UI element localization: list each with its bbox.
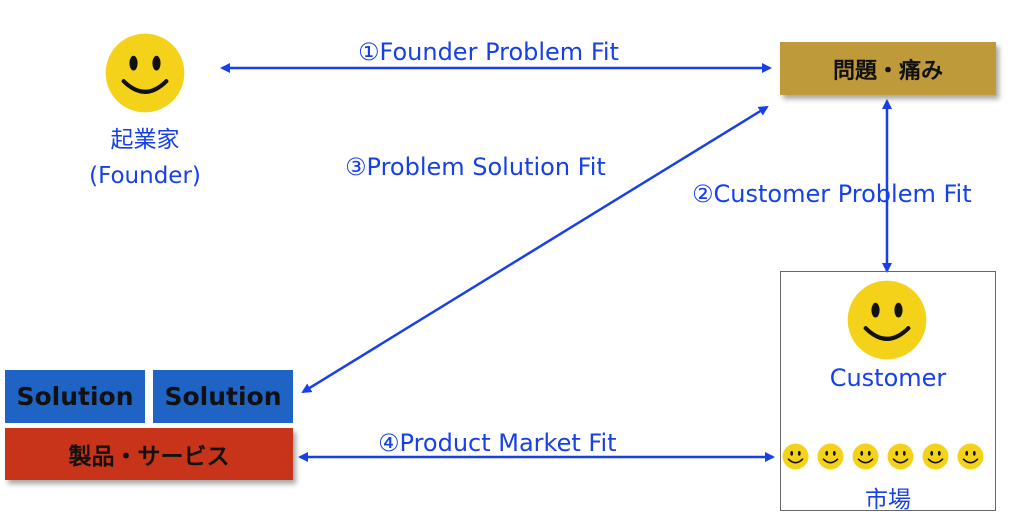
market-frame: [780, 271, 996, 511]
crowd-smiley-icon: [817, 443, 844, 470]
customer-smiley-icon: [847, 280, 927, 360]
product-market-fit-label: ④Product Market Fit: [378, 429, 617, 457]
customer-label: Customer: [829, 364, 947, 392]
customer-problem-fit-label: ②Customer Problem Fit: [692, 180, 972, 208]
solution-box-2: Solution: [153, 370, 293, 423]
crowd-smiley-icon: [957, 443, 984, 470]
solution-box-1: Solution: [5, 370, 145, 423]
problem-pain-box: 問題・痛み: [780, 42, 996, 95]
founder-smiley-icon: [105, 33, 185, 113]
market-label: 市場: [865, 487, 911, 513]
problem-solution-arrow: [301, 105, 769, 394]
founder-label-jp: 起業家: [110, 127, 180, 153]
problem-solution-fit-label: ③Problem Solution Fit: [345, 153, 606, 181]
founder-label-en: (Founder): [89, 163, 201, 189]
crowd-smiley-icon: [922, 443, 949, 470]
crowd-smiley-icon: [852, 443, 879, 470]
crowd-smiley-icon: [782, 443, 809, 470]
crowd-smiley-icon: [887, 443, 914, 470]
founder-problem-fit-label: ①Founder Problem Fit: [358, 38, 619, 66]
market-crowd: [782, 443, 994, 473]
product-service-box: 製品・サービス: [5, 428, 293, 480]
